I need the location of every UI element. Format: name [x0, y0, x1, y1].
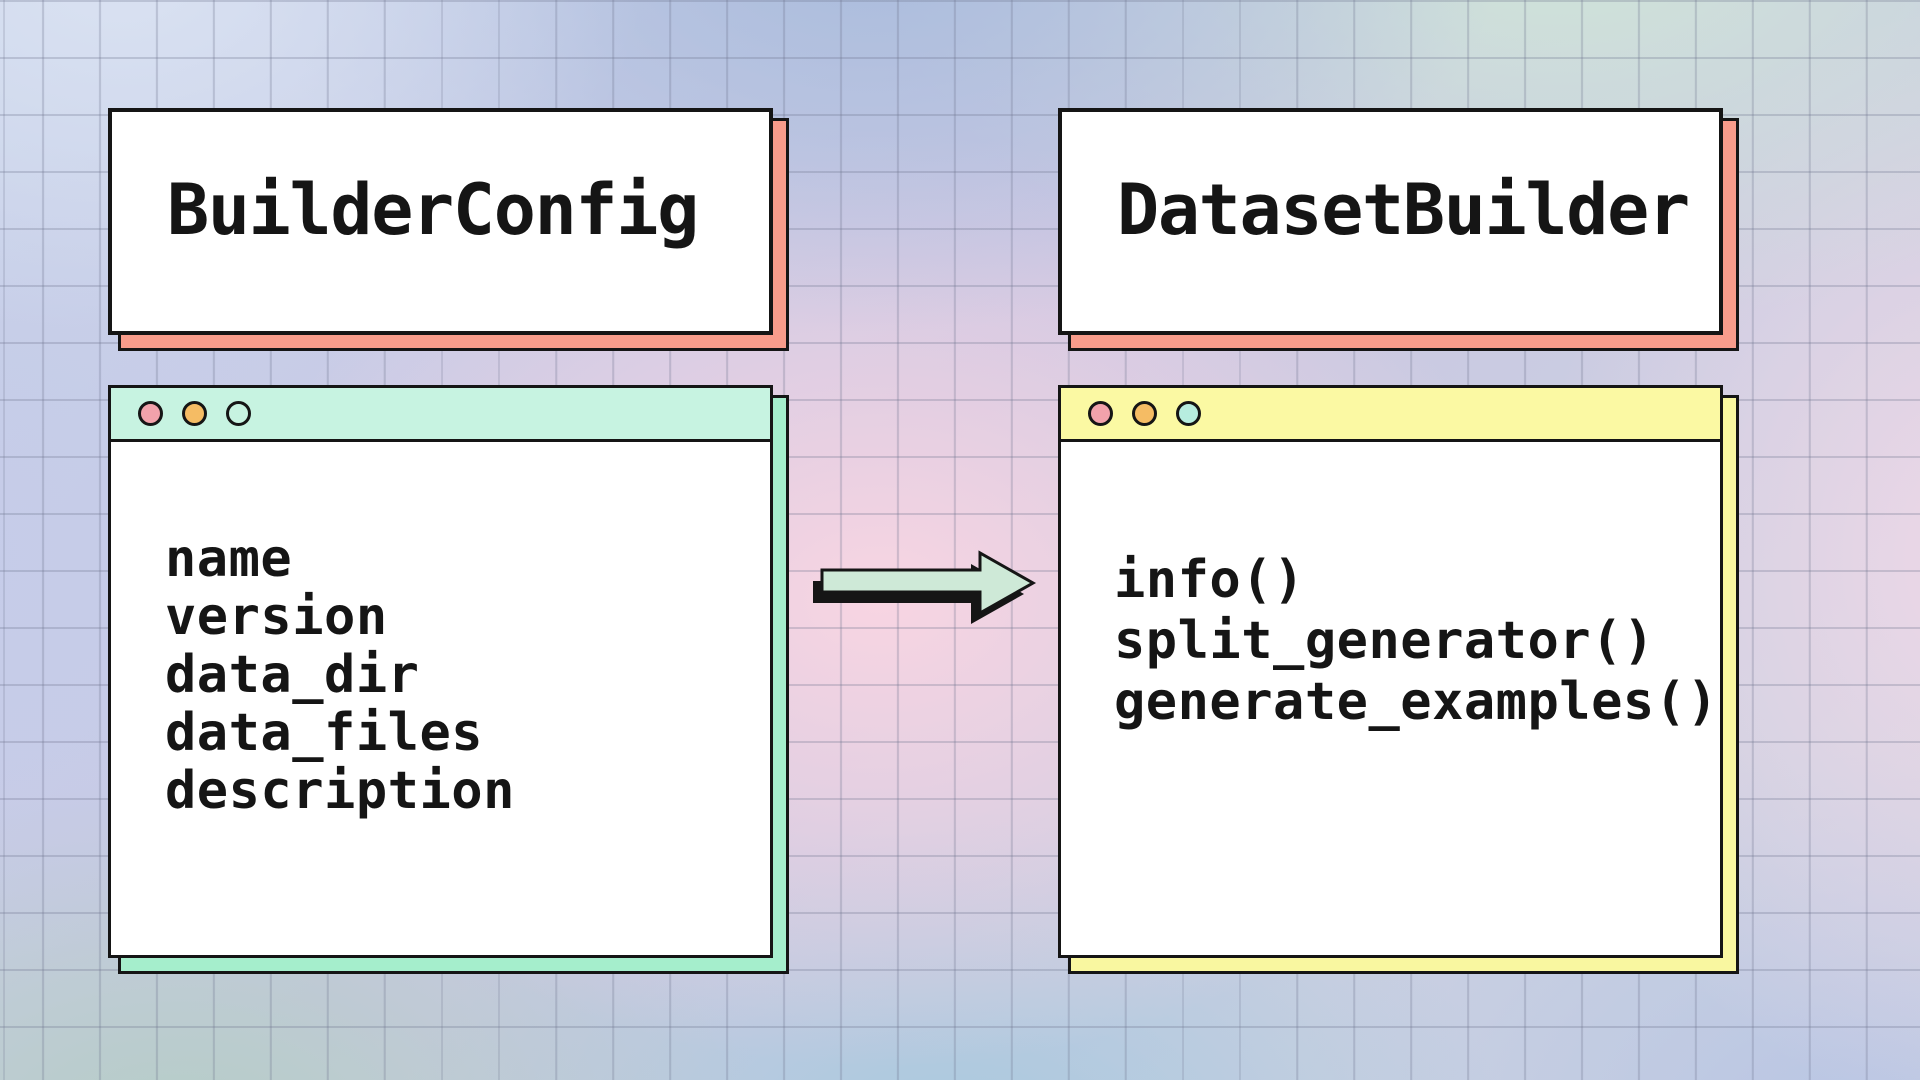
- minimize-dot-icon: [182, 401, 207, 426]
- datasetbuilder-window-titlebar: [1061, 388, 1720, 442]
- maximize-dot-icon: [226, 401, 251, 426]
- datasetbuilder-window: info() split_generator() generate_exampl…: [1058, 385, 1723, 958]
- builderconfig-title-card: BuilderConfig: [108, 108, 773, 335]
- arrow-body-shape: [820, 550, 1037, 616]
- builderconfig-field-list: name version data_dir data_files descrip…: [111, 442, 770, 820]
- builderconfig-window: name version data_dir data_files descrip…: [108, 385, 773, 958]
- field-version: version: [165, 587, 388, 647]
- datasetbuilder-title-card: DatasetBuilder: [1058, 108, 1723, 335]
- close-dot-icon: [138, 401, 163, 426]
- maximize-dot-icon: [1176, 401, 1201, 426]
- field-data-files: data_files: [165, 703, 484, 763]
- datasetbuilder-title: DatasetBuilder: [1117, 168, 1690, 251]
- method-generate-examples: generate_examples(): [1114, 672, 1719, 732]
- minimize-dot-icon: [1132, 401, 1157, 426]
- builderconfig-title: BuilderConfig: [167, 168, 699, 251]
- builderconfig-window-titlebar: [111, 388, 770, 442]
- field-name: name: [165, 529, 293, 589]
- method-split-generator: split_generator(): [1114, 611, 1655, 671]
- method-info: info(): [1114, 550, 1305, 610]
- right-arrow-icon: [813, 550, 1037, 624]
- close-dot-icon: [1088, 401, 1113, 426]
- field-data-dir: data_dir: [165, 645, 420, 705]
- datasetbuilder-method-list: info() split_generator() generate_exampl…: [1061, 442, 1720, 733]
- field-description: description: [165, 761, 515, 821]
